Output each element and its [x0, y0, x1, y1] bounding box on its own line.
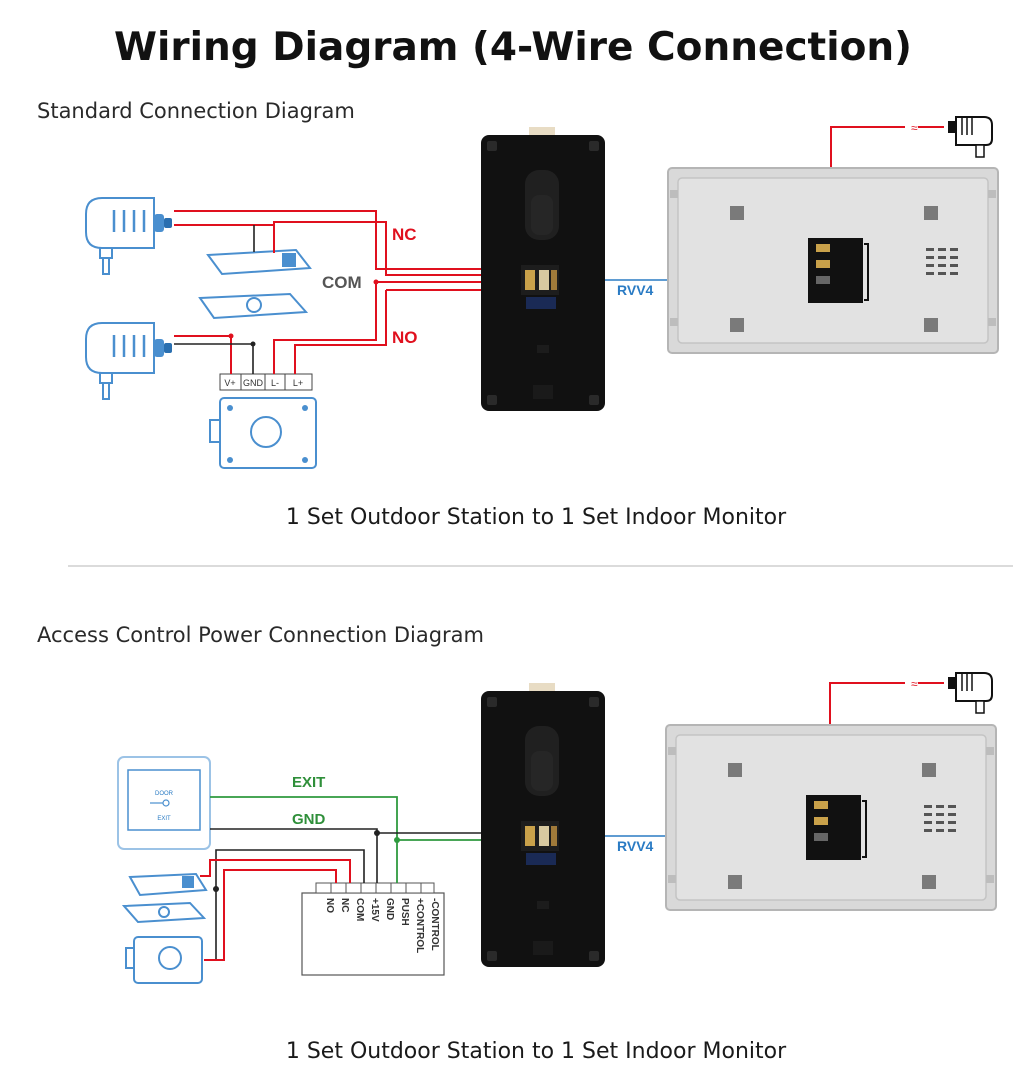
- monitor-power-plug-2-icon: [947, 672, 993, 714]
- outdoor-station-1-icon: [481, 127, 605, 411]
- section2-heading: Access Control Power Connection Diagram: [37, 623, 484, 647]
- electric-lock-icon: [209, 397, 317, 469]
- label-gnd: GND: [292, 811, 326, 828]
- svg-text:≈: ≈: [911, 121, 918, 135]
- page-title: Wiring Diagram (4-Wire Connection): [114, 25, 912, 70]
- exit-button-line1: DOOR: [155, 791, 174, 797]
- label-no: NO: [392, 328, 418, 347]
- lock-terminal-l-minus: L-: [271, 378, 279, 388]
- magnetic-lock-2-icon: [121, 872, 208, 924]
- terminal-push: PUSH: [399, 898, 410, 926]
- label-rvv4-2: RVV4: [617, 838, 654, 854]
- lock-terminal-block: V+ GND L- L+: [219, 373, 313, 391]
- terminal-no: NO: [324, 898, 335, 913]
- access-control-power-box: NO NC COM +15V GND PUSH +CONTROL -CONTRO…: [301, 882, 445, 976]
- lock-terminal-l-plus: L+: [293, 378, 303, 388]
- power-adapter-1-icon: [84, 196, 174, 276]
- power-adapter-2-icon: [84, 321, 174, 401]
- monitor-power-plug-1-icon: [947, 116, 993, 158]
- magnetic-lock-icon: [198, 248, 312, 320]
- terminal-15v: +15V: [369, 898, 380, 922]
- exit-button-line2: EXIT: [157, 816, 171, 822]
- label-rvv4-1: RVV4: [617, 282, 654, 298]
- section1-caption: 1 Set Outdoor Station to 1 Set Indoor Mo…: [286, 505, 787, 530]
- outdoor-station-2-icon: [481, 683, 605, 967]
- lock-terminal-v-plus: V+: [224, 378, 235, 388]
- section1-heading: Standard Connection Diagram: [37, 99, 355, 123]
- terminal-minus-control: -CONTROL: [429, 898, 440, 951]
- electric-lock-2-icon: [125, 936, 203, 984]
- svg-text:≈: ≈: [911, 677, 918, 691]
- label-exit: EXIT: [292, 774, 325, 791]
- terminal-plus-control: +CONTROL: [414, 898, 425, 953]
- exit-button-icon: DOOR EXIT: [117, 756, 211, 850]
- terminal-nc: NC: [339, 898, 350, 912]
- indoor-monitor-2-icon: [665, 724, 997, 911]
- terminal-com: COM: [354, 898, 365, 921]
- label-nc: NC: [392, 225, 417, 244]
- section2-caption: 1 Set Outdoor Station to 1 Set Indoor Mo…: [286, 1039, 787, 1064]
- label-com: COM: [322, 273, 362, 292]
- terminal-gnd: GND: [384, 898, 395, 920]
- indoor-monitor-1-icon: [667, 167, 999, 354]
- lock-terminal-gnd: GND: [243, 378, 264, 388]
